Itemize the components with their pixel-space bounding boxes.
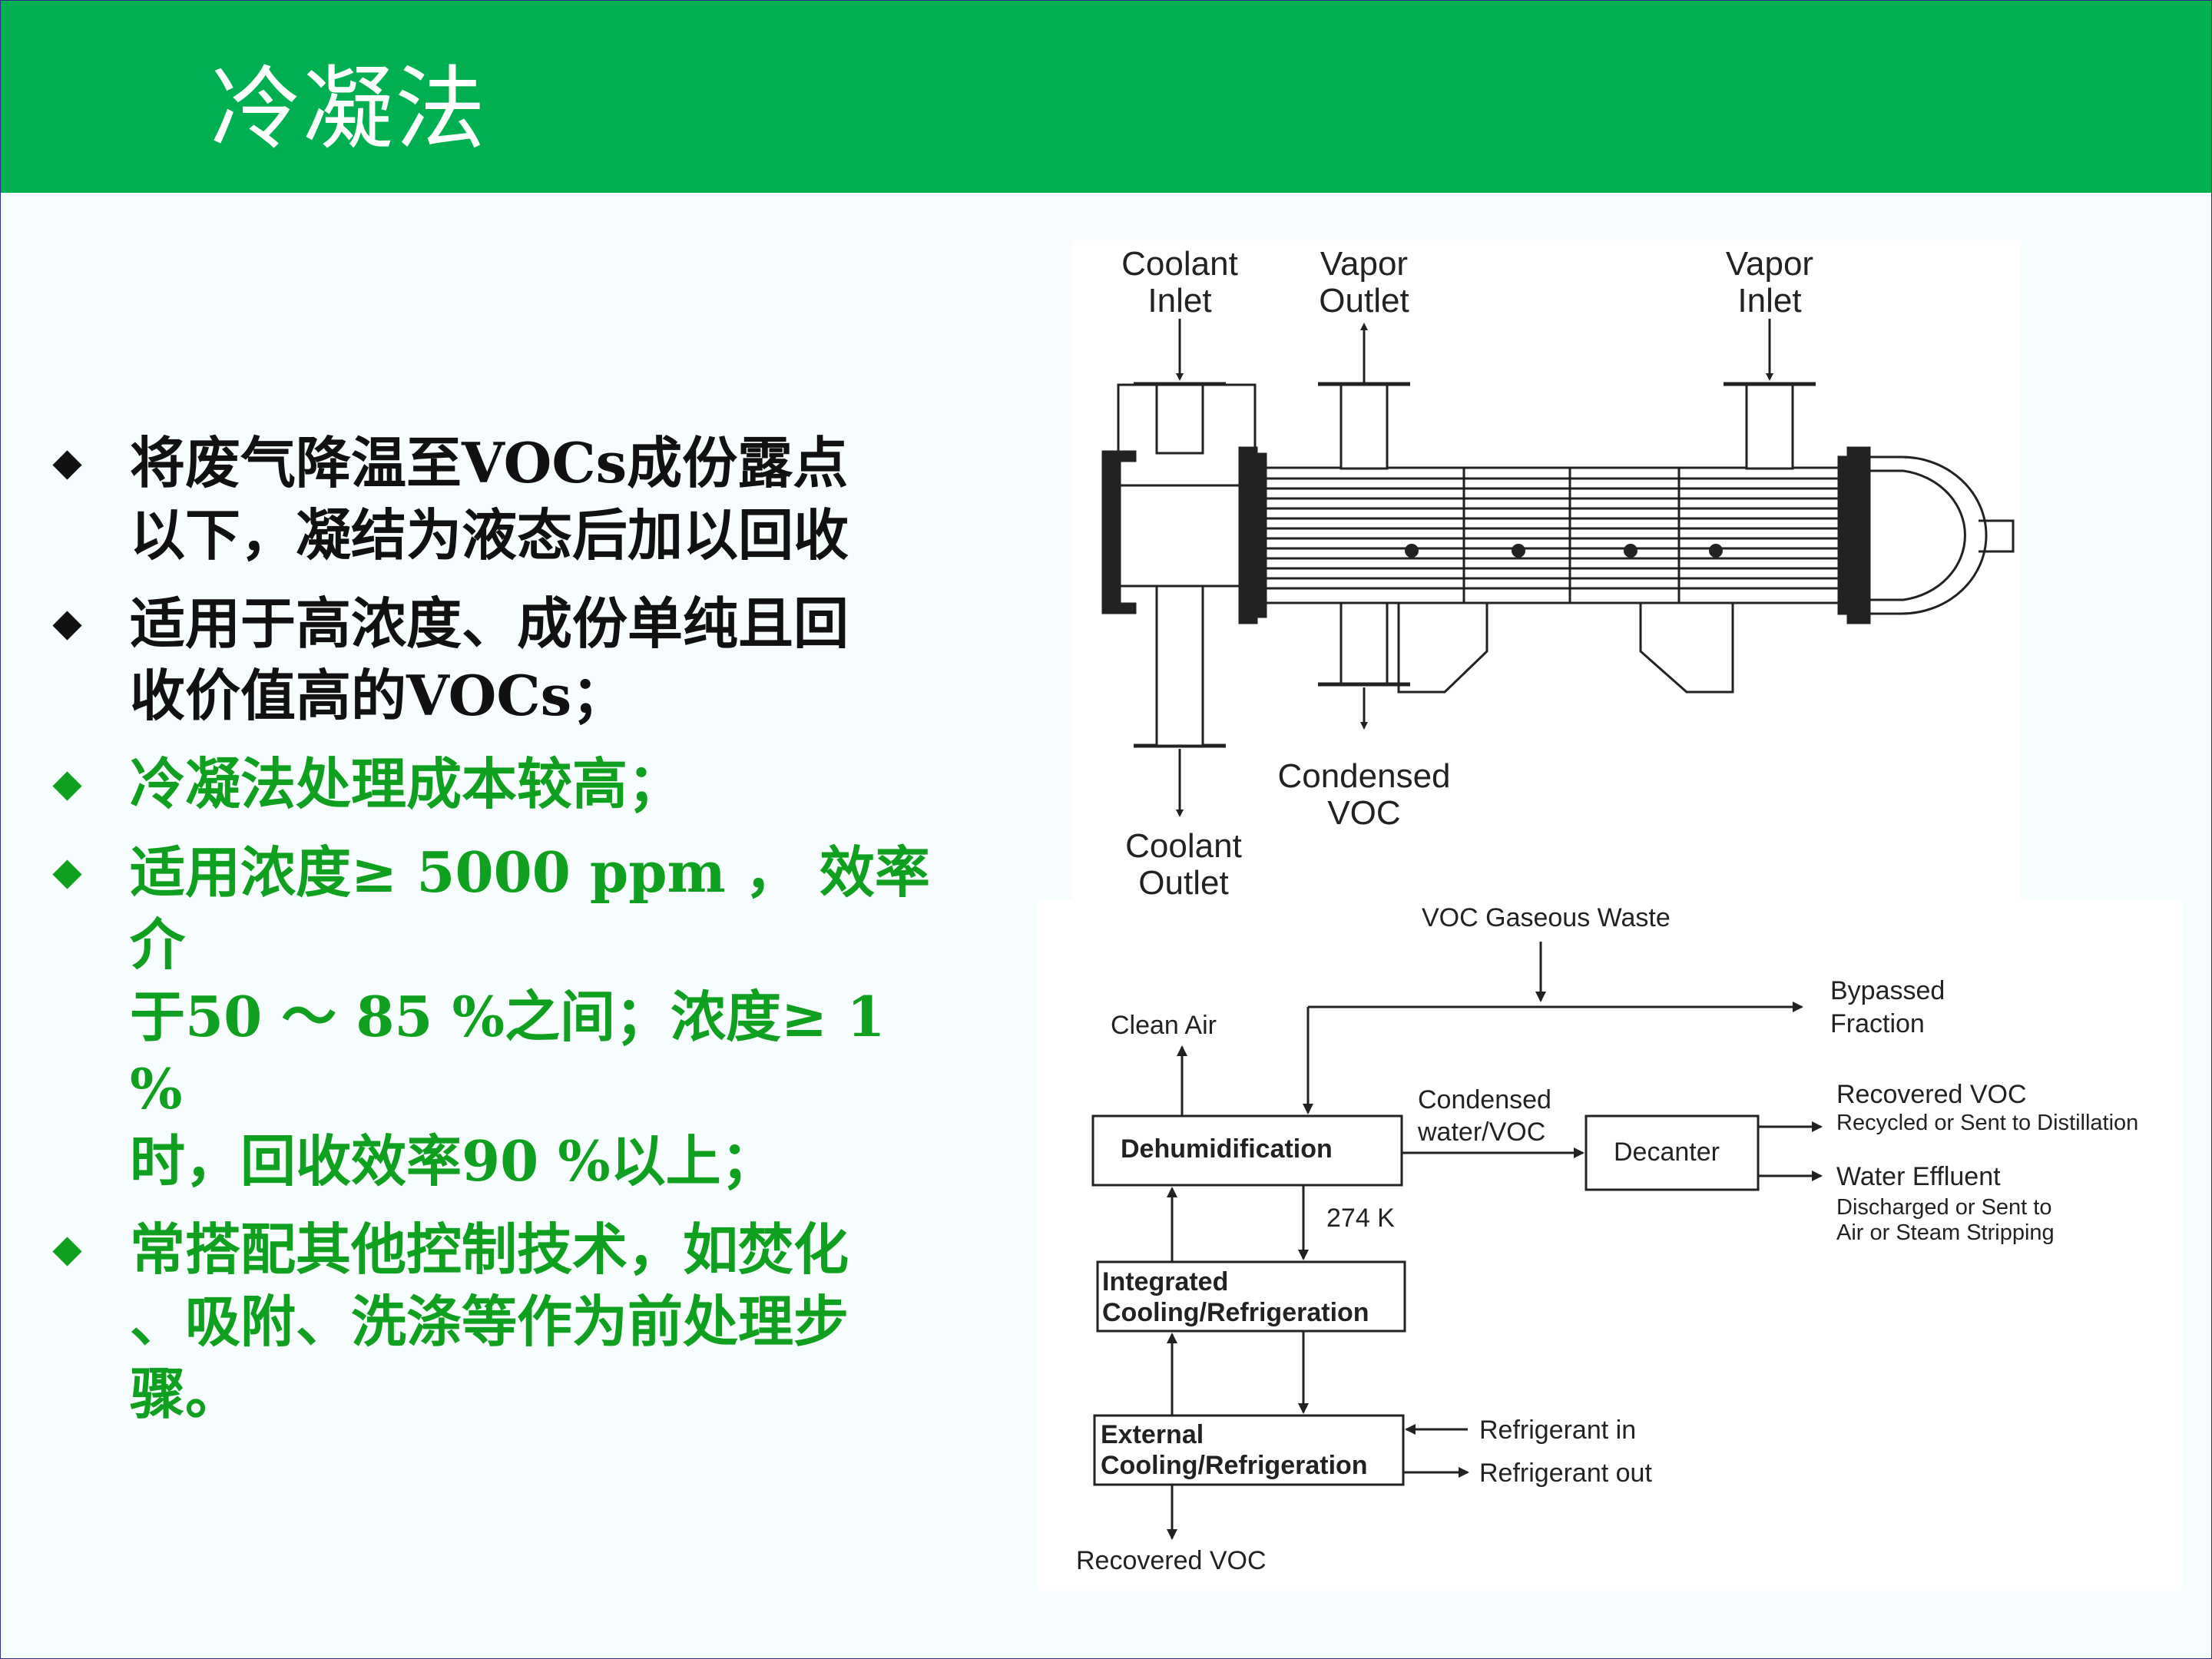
water-effluent-sub-label: Air or Steam Stripping (1836, 1220, 2055, 1245)
integrated-cooling-label: Integrated (1102, 1267, 1228, 1296)
bullet-item-2: 适用于高浓度、成份单纯且回 收价值高的VOCs； (48, 588, 955, 732)
process-flow-diagram: VOC Gaseous Waste Bypassed Fraction Clea… (1038, 899, 2182, 1591)
diamond-bullet-icon (52, 611, 82, 641)
condenser-diagram: Coolant Inlet Vapor Outlet Vapor Inlet C… (1072, 240, 2021, 909)
water-effluent-label: Water Effluent (1836, 1162, 2001, 1191)
water-effluent-sub-label: Discharged or Sent to (1836, 1195, 2051, 1220)
bullet-line: 常搭配其他控制技术，如焚化 (130, 1217, 849, 1282)
bypassed-fraction-label: Bypassed (1830, 976, 1945, 1005)
vapor-inlet-label: Vapor (1726, 245, 1813, 283)
condensed-voc-label: Condensed (1277, 757, 1450, 795)
recovered-voc-label: Recovered VOC (1836, 1080, 2027, 1109)
recovered-voc-sub-label: Recycled or Sent to Distillation (1836, 1111, 2138, 1135)
condensed-water-voc-label: Condensed (1418, 1085, 1551, 1114)
bullet-line: 时，回收效率90 %以上； (130, 1128, 777, 1194)
bullet-item-3: 冷凝法处理成本较高； (48, 748, 955, 820)
title-bar: 冷凝法 (1, 1, 2211, 193)
clean-air-label: Clean Air (1111, 1011, 1217, 1040)
diamond-bullet-icon (52, 450, 82, 480)
bullet-line: 收价值高的VOCs； (130, 663, 628, 728)
refrigerant-in-label: Refrigerant in (1479, 1416, 1636, 1445)
voc-gaseous-waste-label: VOC Gaseous Waste (1422, 903, 1671, 932)
bullet-line: 冷凝法处理成本较高； (130, 751, 684, 816)
external-cooling-label: Cooling/Refrigeration (1101, 1451, 1368, 1480)
integrated-cooling-label: Cooling/Refrigeration (1102, 1298, 1369, 1327)
condensed-water-voc-label: water/VOC (1417, 1118, 1545, 1147)
external-cooling-box (1093, 1414, 1405, 1486)
condensed-voc-label: VOC (1327, 794, 1400, 832)
decanter-box (1584, 1114, 1760, 1191)
refrigerant-out-label: Refrigerant out (1479, 1459, 1652, 1488)
bypassed-fraction-label: Fraction (1830, 1009, 1925, 1038)
bullet-line: 适用于高浓度、成份单纯且回 (130, 591, 849, 656)
bullet-item-1: 将废气降温至VOCs成份露点 以下，凝结为液态后加以回收 (48, 427, 955, 571)
vapor-inlet-label: Inlet (1737, 282, 1801, 320)
vapor-outlet-label: Outlet (1319, 282, 1409, 320)
diamond-bullet-icon (52, 859, 82, 889)
bullet-line: 于50 ～ 85 %之间；浓度≥ 1 % (130, 984, 886, 1121)
coolant-outlet-label: Coolant (1125, 827, 1242, 865)
bullet-line: 、吸附、洗涤等作为前处理步 (130, 1289, 849, 1354)
process-flow-drawing: VOC Gaseous Waste Bypassed Fraction Clea… (1076, 903, 2138, 1575)
integrated-cooling-box (1096, 1260, 1406, 1333)
decanter-label: Decanter (1614, 1137, 1720, 1167)
coolant-inlet-label: Coolant (1121, 245, 1238, 283)
diamond-bullet-icon (52, 771, 82, 801)
temperature-label: 274 K (1326, 1204, 1395, 1233)
dehumidification-label: Dehumidification (1121, 1134, 1333, 1164)
bullet-item-5: 常搭配其他控制技术，如焚化 、吸附、洗涤等作为前处理步 骤。 (48, 1214, 955, 1430)
bullet-line: 将废气降温至VOCs成份露点 (130, 430, 849, 495)
external-cooling-label: External (1101, 1420, 1204, 1449)
vapor-outlet-label: Vapor (1320, 245, 1408, 283)
condenser-drawing: Coolant Inlet Vapor Outlet Vapor Inlet C… (1101, 245, 2015, 902)
bullet-line: 以下，凝结为液态后加以回收 (130, 502, 849, 568)
bullet-line: 适用浓度≥ 5000 ppm ， 效率介 (130, 839, 930, 977)
diamond-bullet-icon (52, 1237, 82, 1267)
slide-title: 冷凝法 (210, 56, 488, 162)
bullet-list: 将废气降温至VOCs成份露点 以下，凝结为液态后加以回收 适用于高浓度、成份单纯… (48, 427, 955, 1446)
coolant-inlet-label: Inlet (1147, 282, 1211, 320)
bullet-line: 骤。 (130, 1361, 241, 1426)
bullet-item-4: 适用浓度≥ 5000 ppm ， 效率介 于50 ～ 85 %之间；浓度≥ 1 … (48, 836, 955, 1197)
coolant-outlet-label: Outlet (1138, 864, 1228, 902)
dehumidification-box (1091, 1114, 1403, 1187)
recovered-voc-bottom-label: Recovered VOC (1076, 1546, 1267, 1575)
